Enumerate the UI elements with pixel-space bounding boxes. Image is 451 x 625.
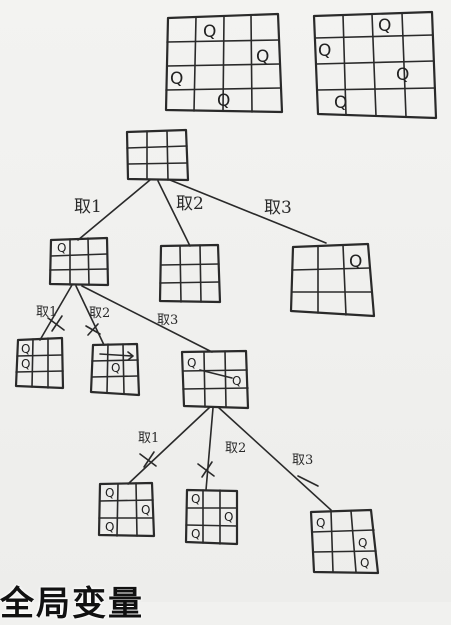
prune-mark <box>297 475 319 487</box>
queen-mark: Q <box>318 41 331 61</box>
prune-mark <box>47 315 65 332</box>
queen-mark: Q <box>396 65 409 85</box>
level3-board-3: Q Q Q <box>309 508 380 575</box>
queen-mark: Q <box>105 486 114 500</box>
queen-mark: Q <box>360 556 369 570</box>
label-root-choice-2: 取2 <box>176 194 204 214</box>
solution-board-2: Q Q Q Q <box>312 10 438 120</box>
prune-mark <box>139 451 157 468</box>
label-l2-choice-3: 取3 <box>157 313 178 328</box>
label-l2-choice-2: 取2 <box>89 306 110 321</box>
queen-mark: Q <box>105 520 114 534</box>
edge-l3-1 <box>127 406 211 485</box>
label-l3-choice-2: 取2 <box>225 441 246 456</box>
level1-board-3: Q <box>289 242 376 318</box>
prune-mark <box>85 323 101 336</box>
edge-root-3 <box>169 179 327 244</box>
queen-mark: Q <box>334 93 347 113</box>
queen-mark: Q <box>232 374 241 388</box>
queen-mark: Q <box>217 91 230 111</box>
level1-board-2 <box>158 243 222 304</box>
solution-board-1: Q Q Q Q <box>164 12 284 114</box>
queen-mark: Q <box>187 356 196 370</box>
label-l3-choice-1: 取1 <box>138 431 159 446</box>
level2-board-1: Q Q <box>14 336 65 390</box>
label-root-choice-1: 取1 <box>74 197 102 217</box>
level3-board-1: Q Q Q <box>97 481 156 538</box>
label-l2-choice-1: 取1 <box>36 305 57 320</box>
prune-mark <box>197 461 215 478</box>
queen-mark: Q <box>21 342 30 356</box>
queen-mark: Q <box>170 69 183 89</box>
level3-board-2: Q Q Q <box>184 488 239 546</box>
edge-root-1 <box>77 179 151 241</box>
level1-board-1: Q <box>48 236 110 287</box>
queen-mark: Q <box>349 252 362 272</box>
queen-mark: Q <box>141 503 150 517</box>
queen-mark: Q <box>191 527 200 541</box>
queen-mark: Q <box>358 536 367 550</box>
edge-l2-3 <box>81 285 213 353</box>
tree-diagram: Q Q Q Q Q Q Q Q 取1 取2 取3 Q <box>14 10 438 575</box>
edge-l2-2 <box>75 285 105 346</box>
root-board <box>125 128 190 182</box>
queen-mark: Q <box>21 357 30 371</box>
queen-mark: Q <box>191 492 200 506</box>
level2-board-2: Q <box>89 342 141 397</box>
queen-mark: Q <box>378 16 391 36</box>
queen-mark: Q <box>256 47 269 67</box>
edge-l3-2 <box>205 407 214 491</box>
edge-root-2 <box>157 180 191 247</box>
video-caption: 全局变量 <box>0 584 144 624</box>
queen-mark: Q <box>224 510 233 524</box>
queen-mark: Q <box>111 361 120 375</box>
level2-board-3: Q Q <box>180 349 250 410</box>
queen-mark: Q <box>203 22 216 42</box>
label-l3-choice-3: 取3 <box>292 453 313 468</box>
queen-mark: Q <box>316 516 325 530</box>
label-root-choice-3: 取3 <box>264 198 292 218</box>
queen-mark: Q <box>57 241 66 255</box>
edge-l3-3 <box>217 406 332 511</box>
edge-l2-1 <box>39 284 73 341</box>
